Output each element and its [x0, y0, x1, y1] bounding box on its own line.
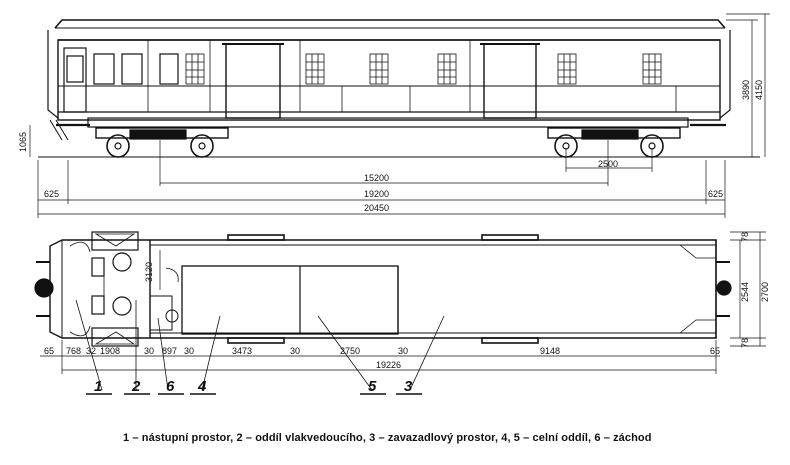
side-door-left	[63, 47, 87, 113]
plan-stove-2	[112, 296, 132, 316]
dim-d7: 30	[184, 346, 194, 356]
dim-partition: 3120	[144, 262, 154, 282]
dim-floor-height: 1065	[18, 132, 28, 152]
plan-door-tracks	[227, 234, 539, 344]
callout-6: 6	[166, 378, 175, 395]
dim-total-width: 2700	[760, 282, 770, 302]
plan-toilet	[149, 295, 173, 331]
plan-stove-1	[112, 252, 132, 272]
callout-leaders	[75, 299, 445, 395]
side-body	[57, 39, 721, 121]
dim-end-right: 625	[708, 189, 723, 199]
side-sliding-door-1	[225, 43, 281, 119]
side-dimension-labels: 2500 15200 625 19200 625 20450 1065 3890…	[18, 80, 764, 213]
dim-frame-length: 19200	[364, 189, 389, 199]
side-elevation	[38, 19, 760, 158]
callout-1: 1	[94, 378, 102, 395]
side-bogie-right	[547, 127, 681, 158]
callout-numbers: 1 2 6 4 5 3	[94, 378, 413, 395]
plan-view	[34, 231, 732, 395]
callout-2: 2	[131, 378, 141, 395]
plan-customs-room	[181, 265, 399, 335]
dim-side-top: 78	[740, 232, 750, 242]
dim-wheelbase: 2500	[598, 159, 618, 169]
dim-d11: 30	[398, 346, 408, 356]
side-window-2	[121, 53, 143, 85]
dim-d10: 2750	[340, 346, 360, 356]
side-window-1	[93, 53, 115, 85]
plan-dimension-lines	[40, 231, 766, 374]
side-sliding-door-2	[483, 43, 537, 119]
side-roof	[54, 19, 726, 29]
dim-roof-height: 3890	[741, 80, 751, 100]
dim-d1: 65	[44, 346, 54, 356]
callout-5: 5	[368, 378, 377, 395]
dim-d6: 897	[162, 346, 177, 356]
side-window-3	[159, 53, 179, 85]
dim-d12: 9148	[540, 346, 560, 356]
plan-body-outline	[62, 239, 717, 339]
dim-d9: 30	[290, 346, 300, 356]
dim-d3: 32	[86, 346, 96, 356]
plan-buffer-left	[34, 261, 54, 317]
dim-d2: 768	[66, 346, 81, 356]
legend-caption: 1 – nástupní prostor, 2 – oddíl vlakvedo…	[123, 432, 652, 444]
side-dimension-lines	[29, 13, 770, 218]
plan-buffer-right	[716, 261, 732, 317]
callout-3: 3	[404, 378, 413, 395]
dim-overall-length: 20450	[364, 203, 389, 213]
dim-side-bottom: 78	[740, 338, 750, 348]
dim-d4: 1908	[100, 346, 120, 356]
side-underframe	[87, 117, 689, 128]
dim-end-left: 625	[44, 189, 59, 199]
dim-bogie-centers: 15200	[364, 173, 389, 183]
dim-inner-width: 2544	[740, 282, 750, 302]
callout-4: 4	[197, 378, 207, 395]
side-grilled-windows	[185, 53, 662, 85]
dim-plan-total-length: 19226	[376, 360, 401, 370]
side-bogie-left	[95, 127, 229, 158]
dim-d13: 65	[710, 346, 720, 356]
dim-total-height: 4150	[754, 80, 764, 100]
dim-d5: 30	[144, 346, 154, 356]
plan-dimension-labels: 65 768 32 1908 30 897 30 3473 30 2750 30…	[44, 232, 770, 370]
dim-d8: 3473	[232, 346, 252, 356]
